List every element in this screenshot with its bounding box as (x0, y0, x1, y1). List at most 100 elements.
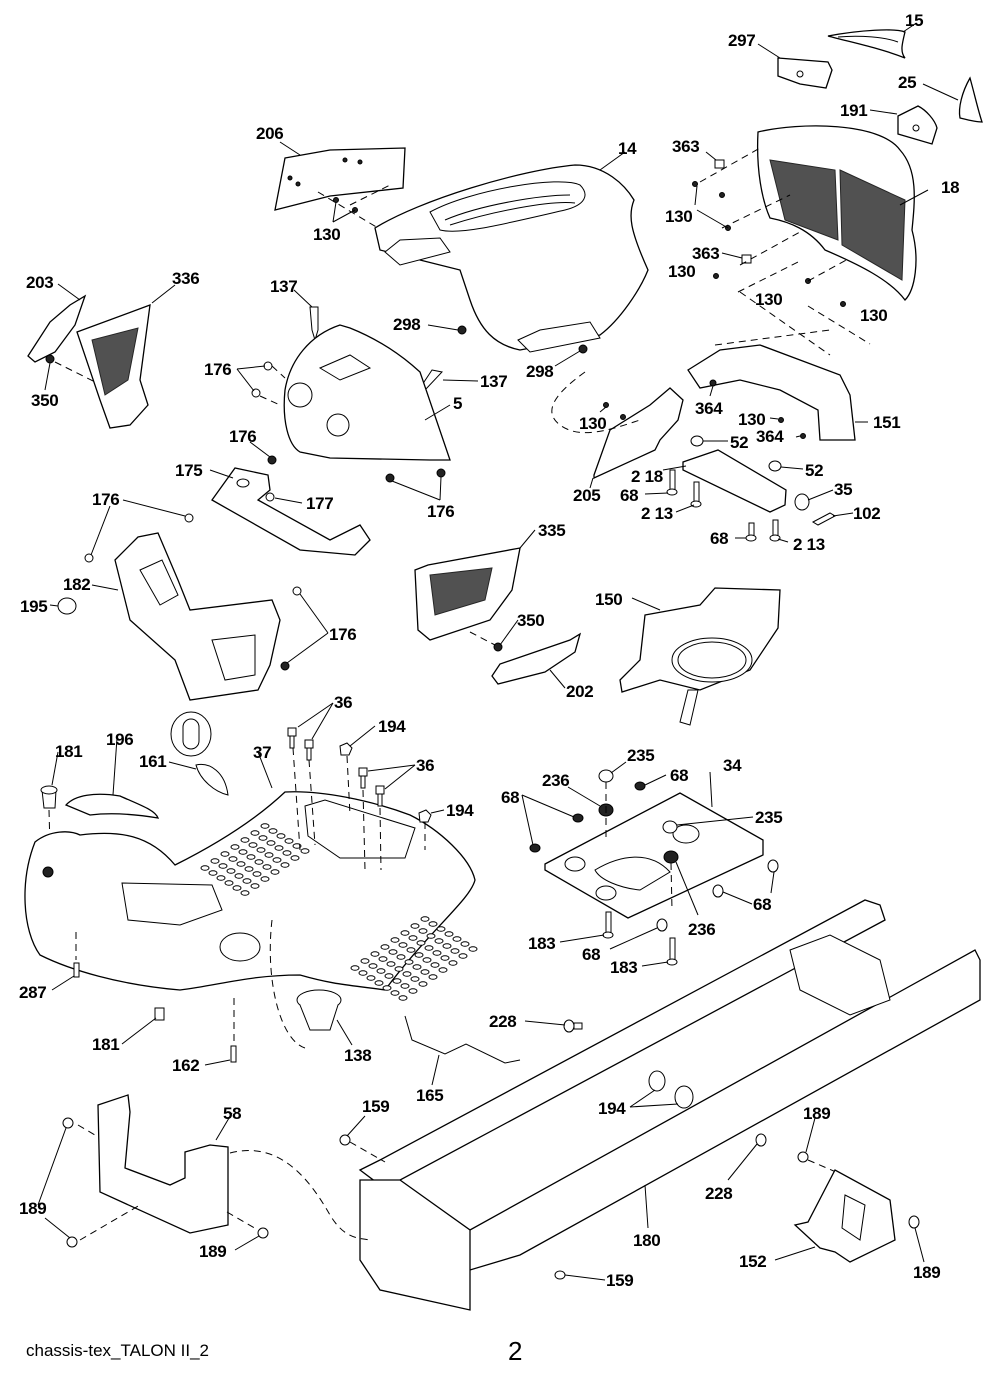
vent-slot (358, 970, 368, 976)
part-cup-138[interactable] (269, 919, 353, 1049)
vent-slot (264, 852, 274, 858)
vent-slot (266, 840, 276, 846)
vent-slot (258, 835, 268, 841)
callout-235-b: 235 (755, 808, 783, 827)
callout-287: 287 (19, 983, 47, 1002)
part-bolt-213[interactable] (675, 481, 789, 543)
callout-298-b: 298 (526, 362, 554, 381)
vent-slot (398, 942, 408, 948)
callout-228-b: 228 (705, 1184, 733, 1203)
part-pin-102[interactable] (811, 512, 854, 526)
part-side-grille-335[interactable] (414, 529, 536, 641)
part-dash-panel-206[interactable] (274, 141, 406, 229)
part-screw-287[interactable] (51, 932, 80, 991)
part-lower-dash-182[interactable] (91, 532, 281, 701)
part-rod-165[interactable] (404, 1015, 521, 1086)
callout-202: 202 (566, 682, 594, 701)
part-fender-37[interactable] (24, 751, 476, 991)
part-trim-196[interactable] (64, 737, 160, 819)
vent-slot (428, 974, 438, 980)
callout-181-a: 181 (55, 742, 83, 761)
part-bushing-181[interactable] (40, 751, 165, 1045)
part-bolt-68b[interactable] (521, 774, 779, 950)
part-light-297[interactable] (757, 43, 833, 89)
part-knob-161[interactable] (168, 711, 229, 796)
vent-slot (412, 964, 422, 970)
vent-slot (208, 870, 218, 876)
callout-183-a: 183 (528, 934, 556, 953)
callout-194-c: 194 (598, 1099, 626, 1118)
vent-slot (368, 963, 378, 969)
part-screw-130[interactable] (692, 147, 871, 356)
part-washer-35[interactable] (794, 489, 834, 511)
vent-slot (436, 926, 446, 932)
vent-slot (426, 933, 436, 939)
callout-151: 151 (873, 413, 901, 432)
callout-37: 37 (253, 743, 272, 762)
vent-slot (420, 969, 430, 975)
part-screw-364[interactable] (709, 379, 806, 439)
part-bolt-68[interactable] (644, 469, 757, 542)
part-side-grille-336[interactable] (76, 284, 176, 429)
part-frame-180[interactable] (358, 899, 981, 1311)
part-bolt-228[interactable] (524, 1019, 767, 1181)
vent-slot (392, 978, 402, 984)
part-bracket-218[interactable] (662, 449, 787, 513)
part-screw-162[interactable] (204, 998, 237, 1066)
part-nut-350b[interactable] (469, 619, 519, 652)
vent-slot (250, 830, 260, 836)
part-lens-15[interactable] (827, 23, 916, 59)
vent-slot (254, 859, 264, 865)
part-light-191[interactable] (869, 105, 938, 145)
part-hood-bracket-151[interactable] (687, 329, 868, 441)
callout-102: 102 (853, 504, 881, 523)
vent-slot (256, 847, 266, 853)
callout-25: 25 (898, 73, 917, 92)
part-nut-298[interactable] (427, 324, 588, 367)
vent-slot (360, 958, 370, 964)
callout-189-c: 189 (199, 1242, 227, 1261)
part-plug-195[interactable] (49, 597, 77, 615)
part-hood-14[interactable] (374, 151, 649, 353)
part-bolt-183[interactable] (559, 911, 678, 967)
vent-slot (400, 983, 410, 989)
part-guard-152[interactable] (774, 1169, 896, 1263)
callout-336: 336 (172, 269, 200, 288)
vent-slot (376, 968, 386, 974)
callout-35: 35 (834, 480, 853, 499)
vent-slot (262, 864, 272, 870)
part-trim-202[interactable] (491, 632, 582, 689)
part-nut-52[interactable] (690, 435, 804, 472)
part-seat-plate-34[interactable] (544, 771, 764, 919)
part-bolt-36[interactable] (287, 702, 416, 871)
vent-slot (250, 883, 260, 889)
vent-slot (366, 975, 376, 981)
vent-slot (420, 916, 430, 922)
part-nut-177[interactable] (265, 492, 303, 504)
vent-slot (428, 921, 438, 927)
part-bracket-175[interactable] (209, 467, 371, 556)
callout-159-b: 159 (606, 1271, 634, 1290)
vent-slot (432, 950, 442, 956)
part-bushing-236[interactable] (567, 782, 699, 916)
callout-189-b: 189 (19, 1199, 47, 1218)
part-bracket-203[interactable] (27, 283, 87, 363)
vent-slot (444, 931, 454, 937)
part-screw-176[interactable] (84, 361, 446, 671)
part-bracket-58[interactable] (97, 1094, 371, 1241)
part-lens-25[interactable] (922, 76, 983, 123)
part-nut-194[interactable] (339, 725, 694, 1109)
callout-130-a: 130 (313, 225, 341, 244)
callout-165: 165 (416, 1086, 444, 1105)
part-nut-350[interactable] (44, 354, 96, 391)
part-dash-5[interactable] (283, 324, 451, 461)
part-grille-18[interactable] (756, 125, 929, 301)
vent-slot (272, 857, 282, 863)
part-side-panel-205[interactable] (551, 371, 684, 489)
callout-34: 34 (723, 756, 742, 775)
callout-363-a: 363 (672, 137, 700, 156)
part-fuel-tank-cover-150[interactable] (619, 587, 781, 726)
part-screw-159[interactable] (339, 1115, 606, 1281)
part-screw-189[interactable] (37, 1117, 925, 1263)
